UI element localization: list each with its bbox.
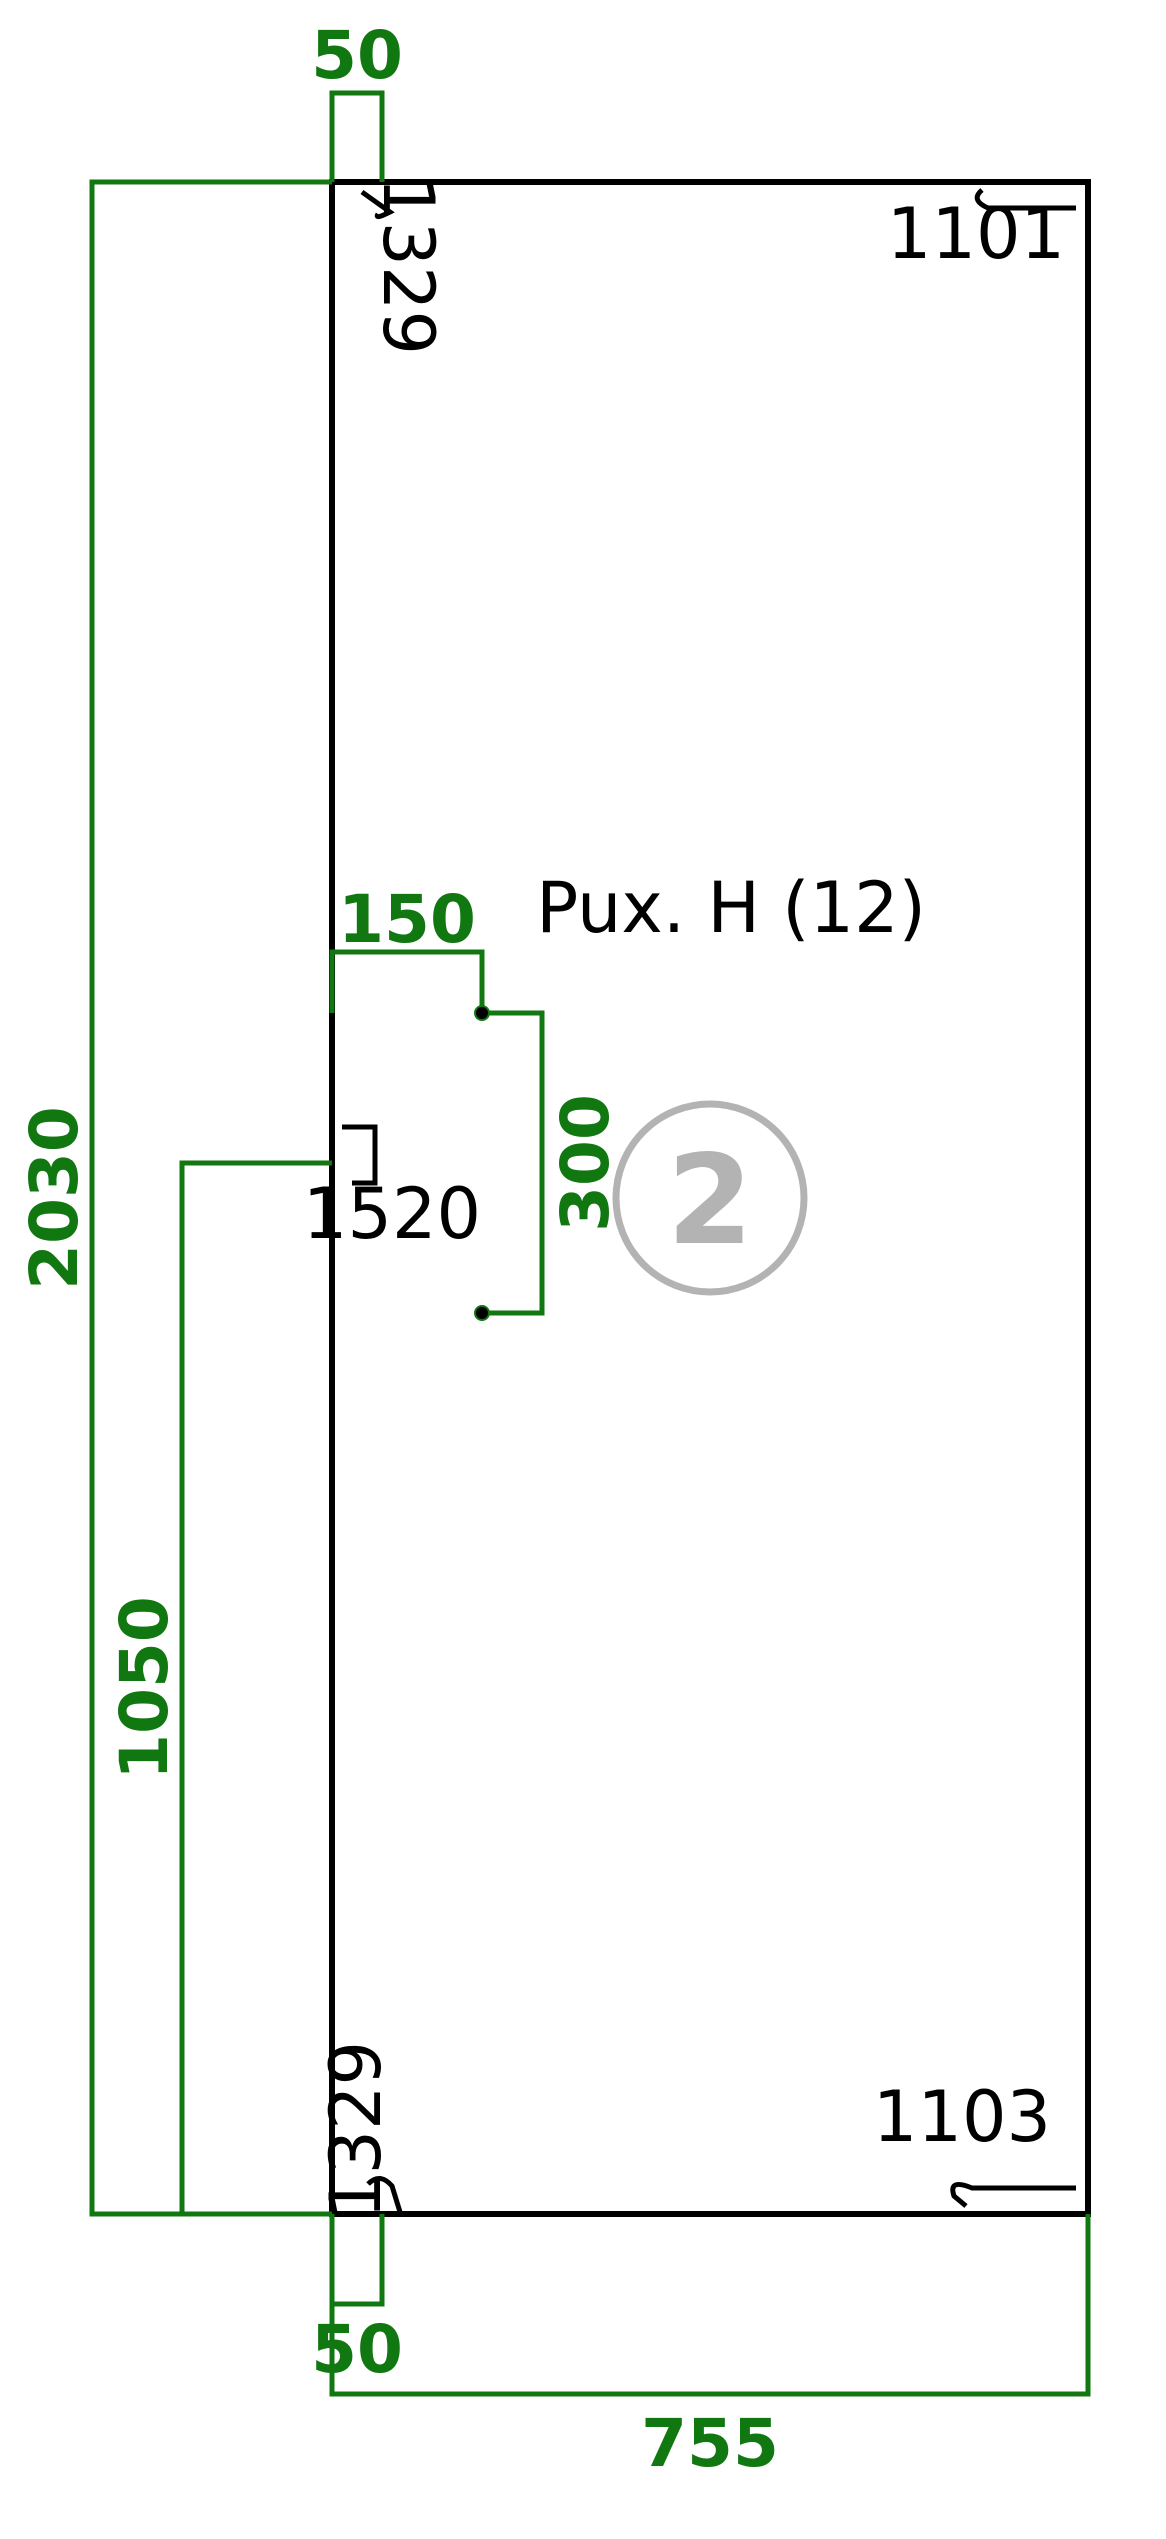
edge-symbol-top-left	[360, 189, 395, 220]
hinge-point-top	[474, 1005, 490, 1021]
top-offset-value: 50	[311, 17, 403, 94]
bottom-offset-dimension: 50	[311, 2214, 403, 2388]
width-value: 755	[641, 2405, 779, 2482]
hinge-spacing-dimension: 300	[482, 1010, 624, 1316]
hinge-offset-dimension: 150	[329, 881, 485, 1013]
panel-number: 2	[667, 1129, 753, 1273]
width-dimension: 755	[329, 2214, 1091, 2482]
hinge-point-bottom	[474, 1305, 490, 1321]
edge-code-middle-left: 1520	[303, 1173, 481, 1255]
edge-symbol-top-right	[974, 188, 1076, 211]
edge-code-top-left: 1329	[367, 177, 449, 355]
edge-code-bottom-left: 1329	[315, 2041, 397, 2219]
panel-title: Pux. H (12)	[536, 867, 926, 949]
height-value: 2030	[16, 1106, 93, 1290]
edge-symbol-bottom-right	[950, 2181, 1076, 2208]
edge-code-bottom-right: 1103	[873, 2076, 1051, 2158]
hinge-offset-value: 150	[338, 881, 476, 958]
height-dimension: 2030	[16, 179, 332, 2217]
panel-number-badge: 2	[612, 1100, 808, 1296]
handle-height-dimension: 1050	[106, 1160, 332, 2217]
edge-symbol-bottom-left	[366, 2176, 403, 2213]
bottom-offset-value: 50	[311, 2311, 403, 2388]
edge-code-top-right: 1101	[887, 193, 1065, 275]
top-offset-dimension: 50	[311, 17, 403, 182]
handle-height-value: 1050	[106, 1596, 183, 1780]
hinge-spacing-value: 300	[547, 1094, 624, 1232]
panel-outline	[329, 179, 1091, 2217]
edge-symbol-middle-left	[342, 1124, 378, 1186]
